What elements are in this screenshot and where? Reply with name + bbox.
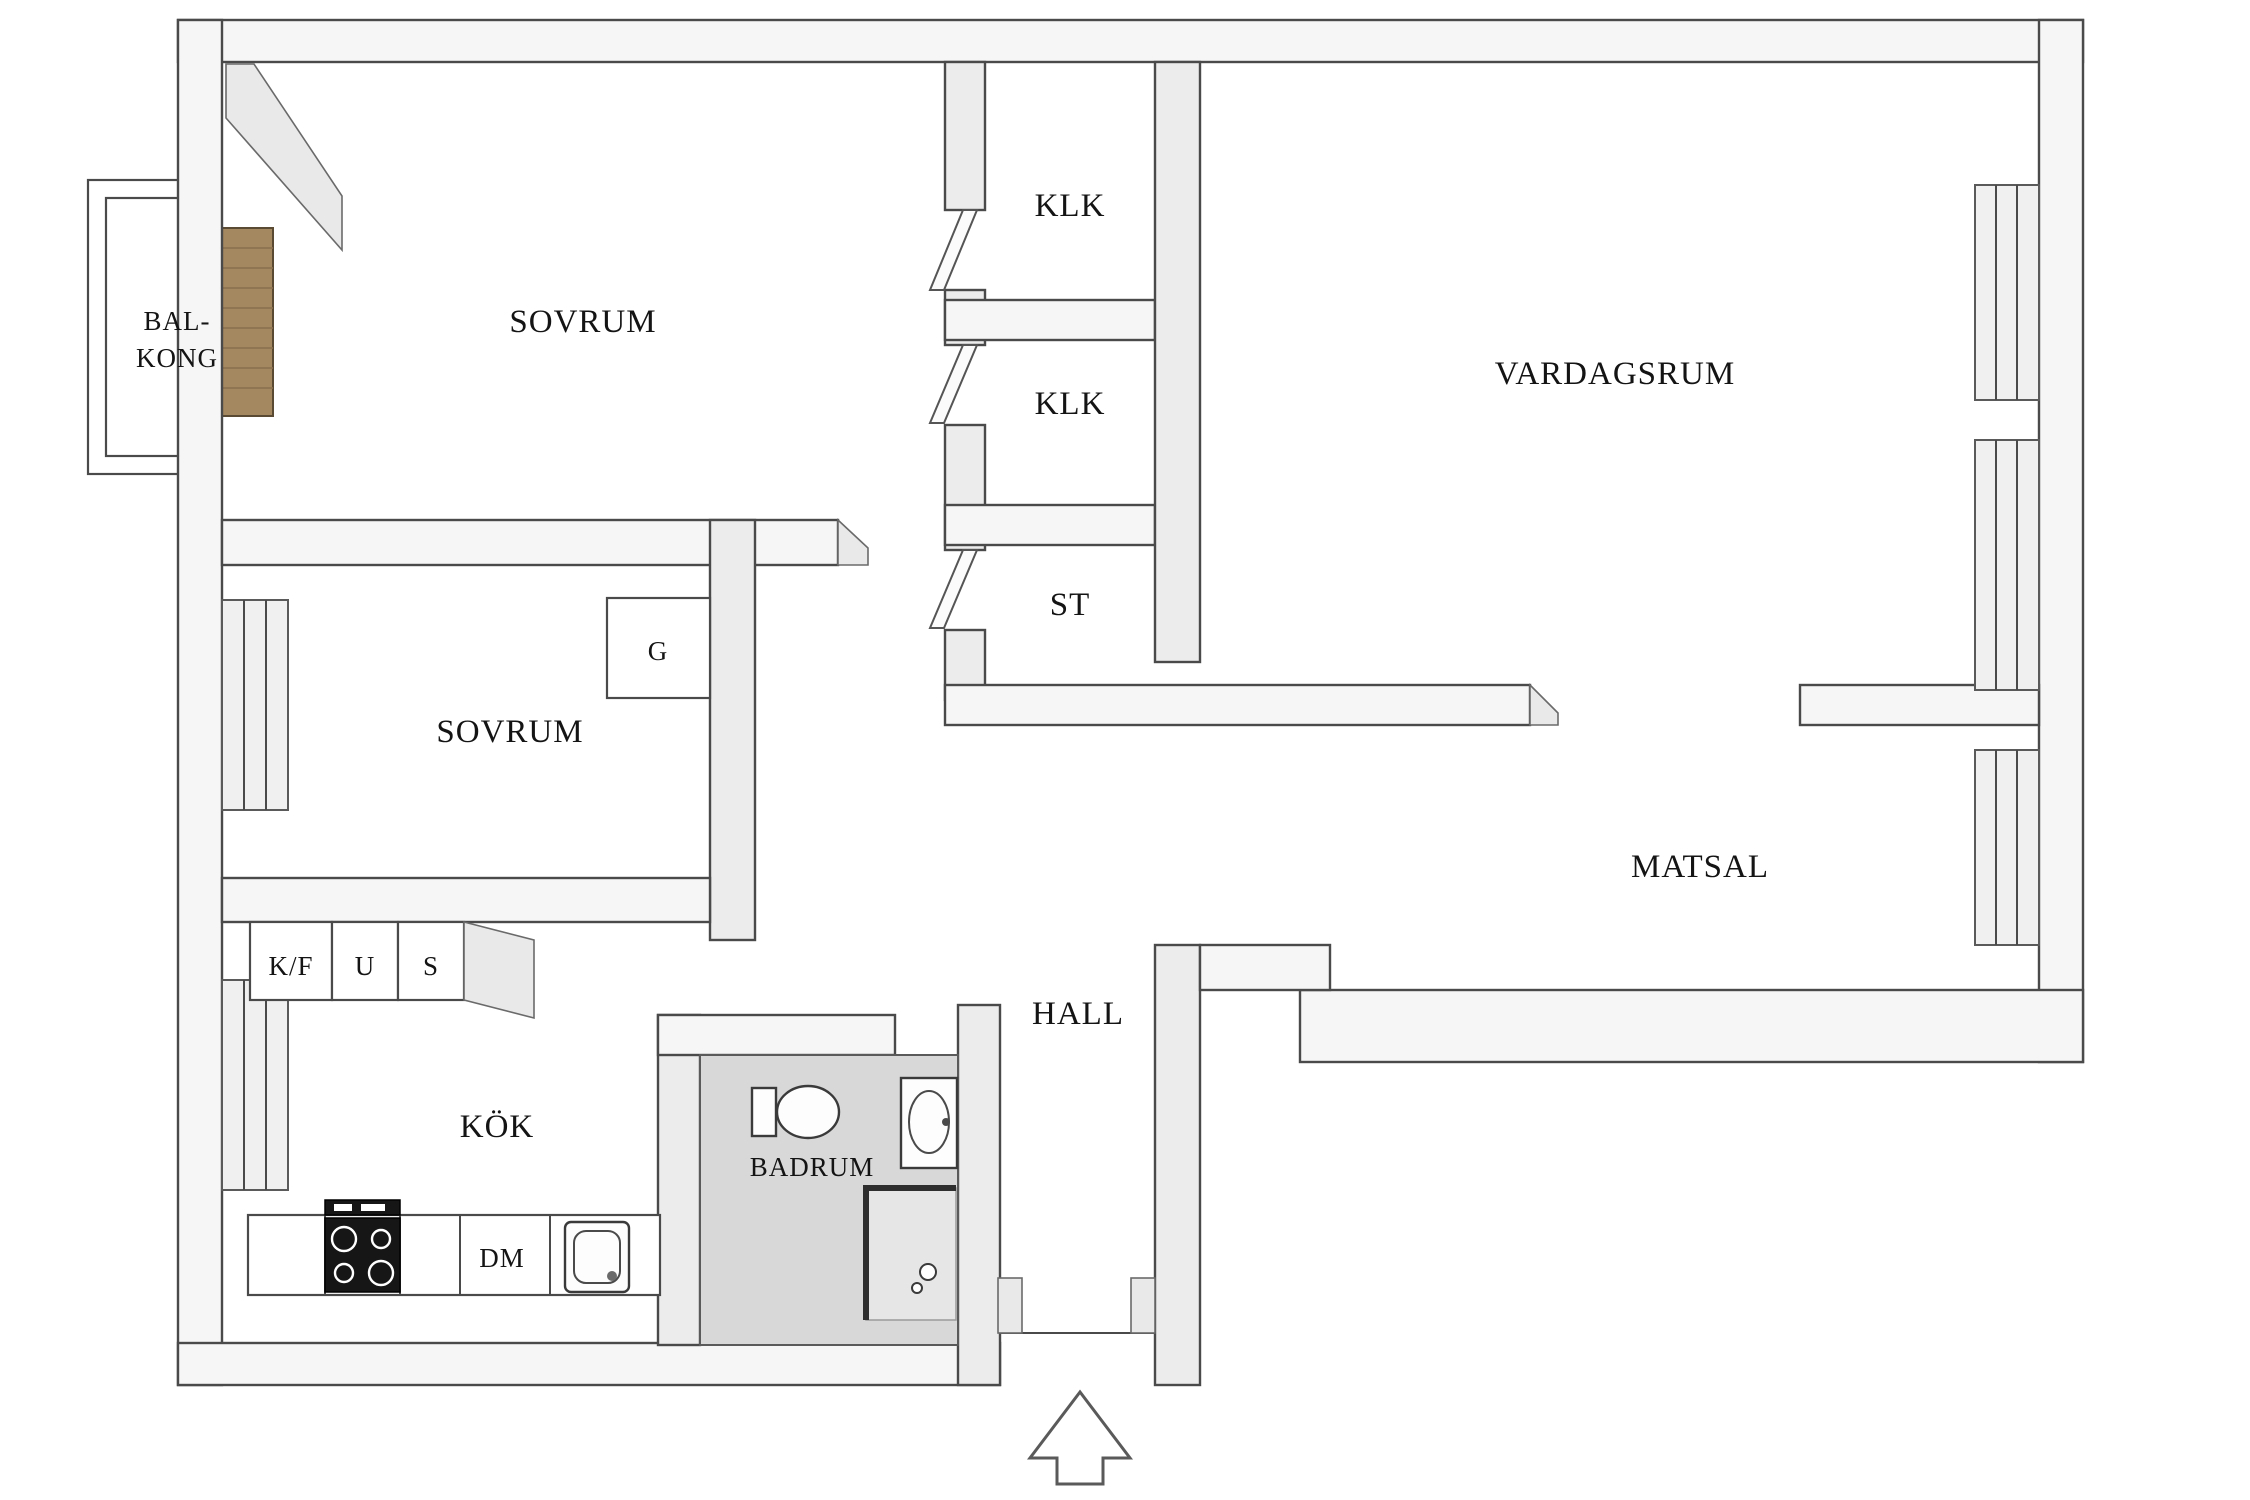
unit-kf-box — [248, 920, 334, 1002]
label-matsal: MATSAL — [1631, 849, 1769, 885]
unit-s-box — [396, 920, 466, 1002]
wall-vardagsrum-matsal-right — [1798, 683, 2041, 727]
door-klk2 — [928, 344, 979, 424]
window-matsal — [1974, 749, 2040, 946]
entrance-post-left — [997, 1277, 1023, 1334]
label-garderob: G — [648, 636, 669, 666]
wall-badrum-top — [656, 1013, 897, 1057]
label-unit-kf: K/F — [268, 951, 313, 981]
wall-outer-left — [176, 18, 224, 1387]
wall-vardagsrum-matsal-left — [943, 683, 1532, 727]
window-sovrum2 — [221, 599, 289, 811]
label-balkong-line1: BAL- — [144, 306, 211, 336]
label-unit-u: U — [355, 951, 376, 981]
entrance — [997, 1277, 1156, 1486]
wall-entrance-right — [1153, 943, 1202, 1387]
wall-outer-top — [176, 18, 2085, 64]
window-vardagsrum-1 — [1974, 184, 2040, 401]
bathroom-sink — [899, 1076, 959, 1170]
wall-divider-end-face — [1529, 683, 1559, 726]
kitchen-tall-units — [248, 920, 535, 1020]
kitchen-sink — [563, 1220, 631, 1294]
window-kok — [221, 979, 289, 1191]
wall-outer-right — [2037, 18, 2085, 1064]
window-vardagsrum-2 — [1974, 439, 2040, 691]
label-hall: HALL — [1032, 996, 1124, 1032]
bathroom — [699, 1054, 959, 1346]
shower — [863, 1185, 957, 1321]
wall-outer-bottom-left — [176, 1341, 1002, 1387]
label-unit-dm: DM — [479, 1243, 525, 1273]
label-kok: KÖK — [460, 1109, 535, 1145]
room-labels: BAL- KONG SOVRUM KLK KLK ST VARDAGSRUM S… — [136, 188, 1769, 1273]
wall-klk-divider-1 — [943, 298, 1157, 342]
label-sovrum2: SOVRUM — [436, 714, 583, 750]
balcony — [86, 178, 274, 476]
wall-kok-top — [220, 876, 712, 924]
wall-sovrum2-right — [708, 518, 757, 942]
label-sovrum1: SOVRUM — [509, 304, 656, 340]
wall-sovrum1-end-face — [837, 518, 869, 566]
balcony-floor — [104, 196, 185, 458]
label-klk2: KLK — [1035, 386, 1106, 422]
label-unit-s: S — [423, 951, 439, 981]
windows — [221, 184, 2040, 1191]
doors — [928, 209, 979, 629]
kitchen-counter — [246, 1199, 662, 1297]
label-balkong-line2: KONG — [136, 343, 218, 373]
outer-walls — [176, 18, 2085, 1387]
wardrobe-g-box — [605, 596, 712, 700]
door-st — [928, 549, 979, 629]
wall-vardagsrum-left — [1153, 60, 1202, 664]
label-st: ST — [1050, 587, 1091, 623]
wall-klk-divider-2 — [943, 503, 1157, 547]
wall-entrance-left — [956, 1003, 1002, 1387]
label-klk1: KLK — [1035, 188, 1106, 224]
entrance-arrow-icon — [1026, 1389, 1134, 1486]
wall-hall-matsal-stub — [1198, 943, 1332, 992]
wall-badrum-left — [656, 1013, 702, 1347]
entrance-post-right — [1130, 1277, 1156, 1334]
inner-walls — [220, 60, 2041, 1347]
wall-corner-face — [225, 63, 343, 253]
toilet — [750, 1084, 841, 1140]
stove — [324, 1199, 401, 1293]
label-badrum: BADRUM — [750, 1152, 875, 1182]
wall-klk-left-1 — [943, 60, 987, 212]
door-klk1 — [928, 209, 979, 291]
wall-outer-bottom-right — [1298, 988, 2085, 1064]
unit-row-end-face — [463, 920, 535, 1020]
label-vardagsrum: VARDAGSRUM — [1495, 356, 1735, 392]
